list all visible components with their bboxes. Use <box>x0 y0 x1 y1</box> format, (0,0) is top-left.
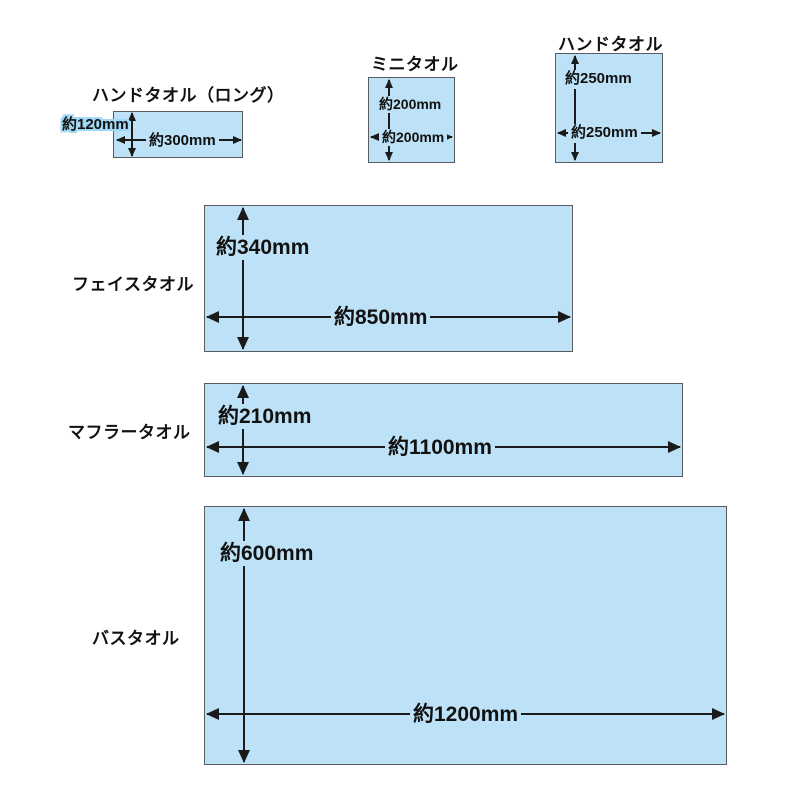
width-dimension: 約200mm <box>379 129 448 147</box>
height-dimension: 約340mm <box>213 235 313 261</box>
towel-label: ミニタオル <box>371 55 459 74</box>
width-dimension: 約250mm <box>568 124 641 143</box>
width-dimension: 約1200mm <box>410 702 522 728</box>
height-arrow-icon <box>388 80 390 160</box>
height-dimension: 約200mm <box>376 96 445 114</box>
towel-label: マフラータオル <box>68 423 191 442</box>
height-dimension: 約600mm <box>217 541 317 567</box>
width-dimension: 約1100mm <box>385 435 495 461</box>
width-dimension: 約850mm <box>331 305 431 331</box>
towel-rect <box>368 77 455 163</box>
height-arrow-icon <box>242 386 244 474</box>
towel-label: バスタオル <box>92 629 180 648</box>
towel-rect <box>204 383 683 477</box>
height-arrow-icon <box>131 113 133 156</box>
height-dimension: 約250mm <box>562 70 635 89</box>
width-dimension: 約300mm <box>146 132 219 151</box>
height-arrow-icon <box>242 208 244 349</box>
height-dimension: 約210mm <box>215 404 315 430</box>
towel-label: ハンドタオル（ロング） <box>92 86 285 105</box>
height-arrow-icon <box>574 56 576 160</box>
towel-label: ハンドタオル <box>558 35 663 54</box>
height-dimension: 約120mm <box>62 116 129 133</box>
height-arrow-icon <box>243 509 245 762</box>
towel-label: フェイスタオル <box>72 275 194 294</box>
